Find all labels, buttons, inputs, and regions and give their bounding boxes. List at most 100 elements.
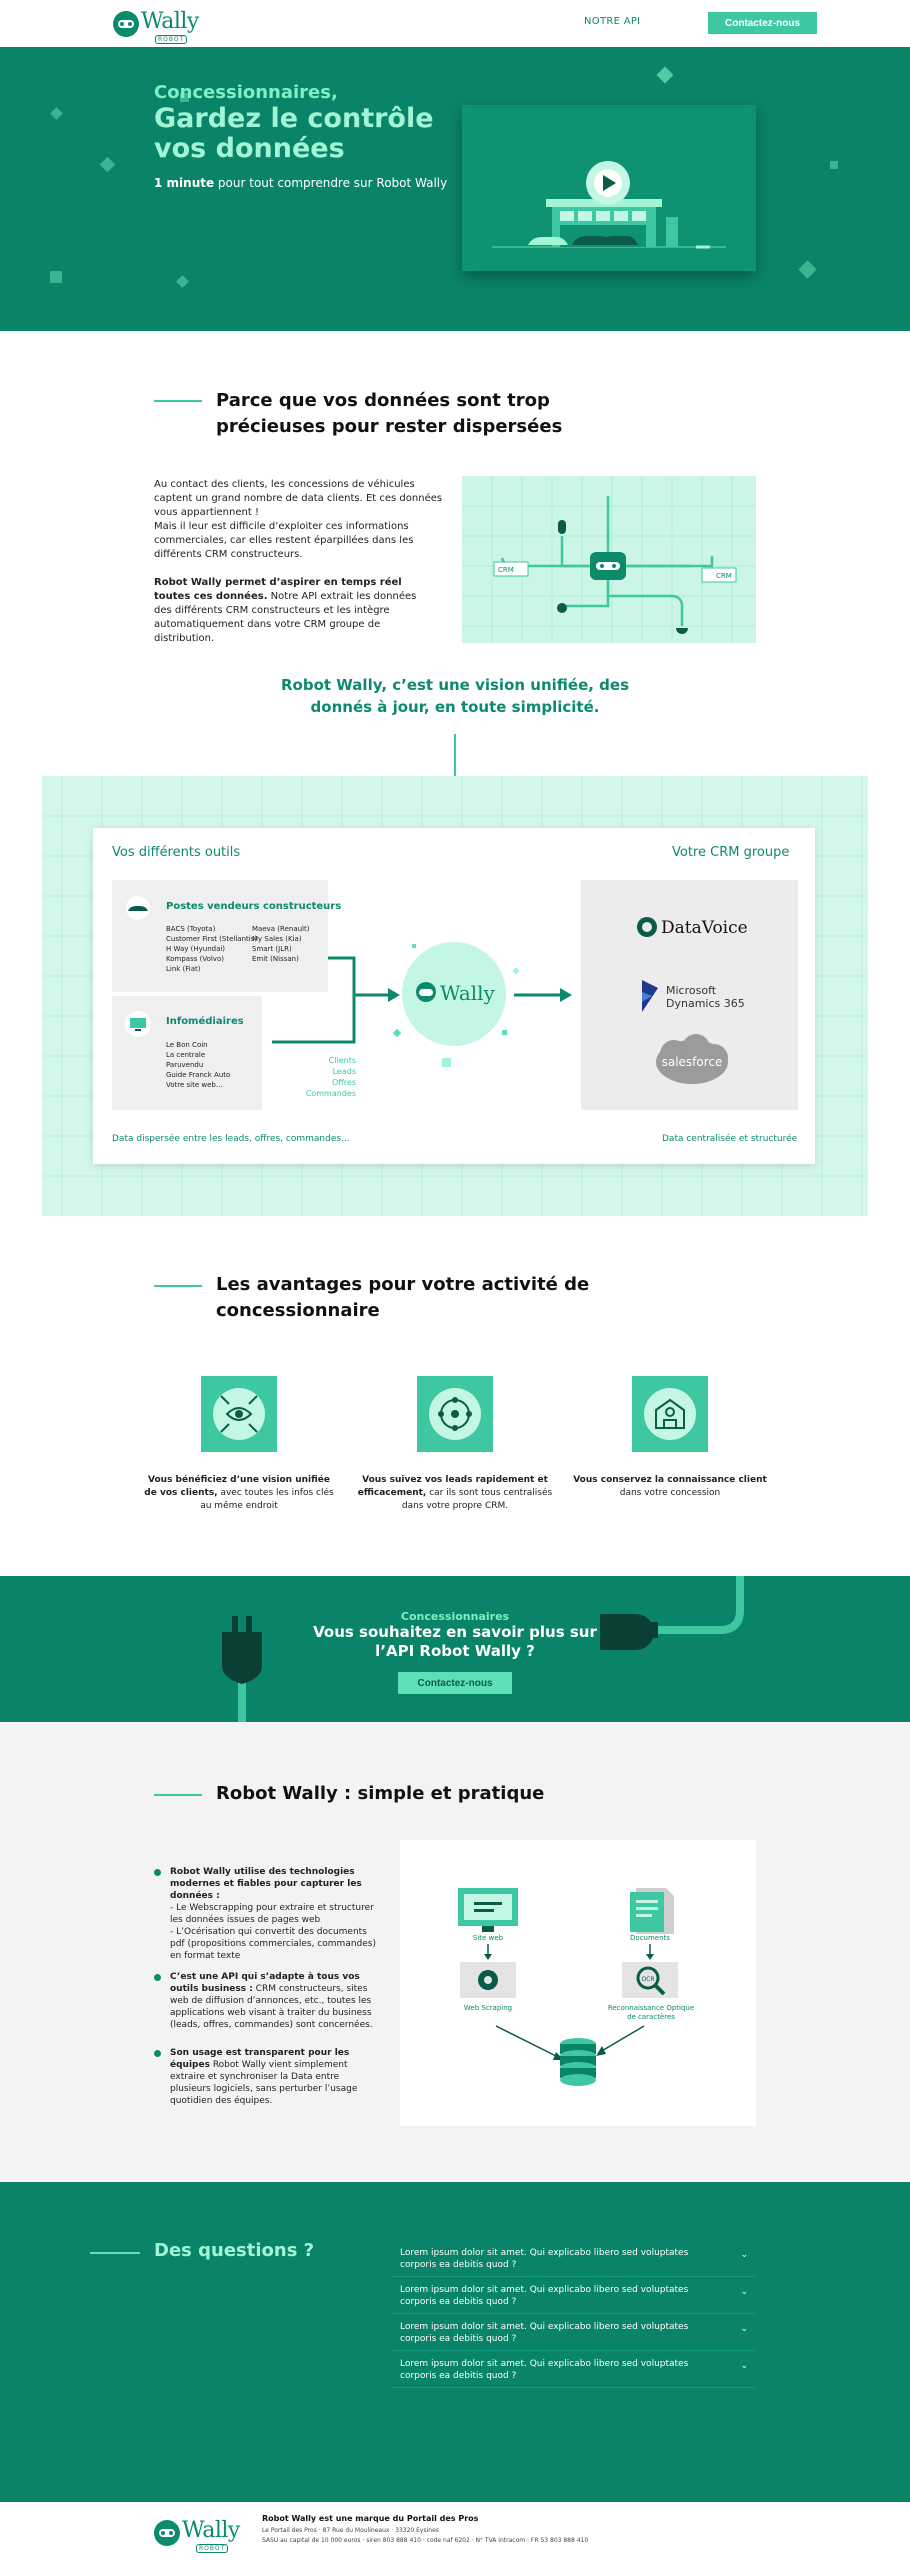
cta-contact-button[interactable]: Contactez-nous [398, 1672, 512, 1694]
advantage-2-text: Vous suivez vos leads rapidement et effi… [357, 1474, 553, 1513]
bullet-2-bold: C’est une API qui s’adapte à tous vos ou… [170, 1972, 360, 1994]
decor-square [180, 93, 189, 102]
why-p3-bold: Robot Wally permet d’aspirer en temps ré… [154, 577, 402, 602]
crm-connections-illustration: CRM CRM [462, 476, 756, 643]
footer-logo-sub: ROBOT [196, 2544, 229, 2553]
crm-label-right: CRM [716, 572, 732, 580]
constructor-item: Link (Fiat) [166, 965, 201, 973]
hero-subtitle: 1 minute pour tout comprendre sur Robot … [154, 176, 447, 190]
leads-tracking-icon [417, 1376, 493, 1452]
infomediary-item: Paruvendu [166, 1061, 204, 1069]
robot-wally-logo[interactable]: Wally ROBOT [113, 9, 199, 44]
logo-sub: ROBOT [155, 35, 188, 44]
microsoft-dynamics-logo: Microsoft Dynamics 365 [642, 980, 745, 1012]
bullet-dot [154, 1974, 161, 1981]
decor-square [50, 107, 63, 120]
nav-link-api[interactable]: NOTRE API [584, 16, 641, 27]
hub-logo-word: Wally [440, 981, 496, 1005]
faq-question: Lorem ipsum dolor sit amet. Qui explicab… [400, 2359, 689, 2381]
advantage-2-bold: Vous suivez vos leads rapidement et effi… [357, 1475, 548, 1498]
chevron-down-icon[interactable]: ⌄ [740, 2324, 748, 2334]
robot-face-icon [113, 11, 139, 37]
crm-label-left: CRM [498, 566, 514, 574]
decor-square [830, 161, 838, 169]
process-diagram: OCR [458, 1888, 678, 2086]
dynamics-text: Dynamics 365 [666, 997, 745, 1010]
advantage-2-rest: car ils sont tous centralisés dans votre… [401, 1488, 553, 1511]
decor-square [50, 271, 62, 283]
constructor-item: Emit (Nissan) [252, 955, 299, 963]
simple-bullet-2: C’est une API qui s’adapte à tous vos ou… [170, 1971, 380, 2031]
connector-line [454, 734, 456, 808]
cable-plug-illustration [222, 1576, 744, 1722]
source-title-constructors: Postes vendeurs constructeurs [166, 901, 342, 912]
data-type-label: Commandes [305, 1089, 356, 1098]
hero-sub-bold: 1 minute [154, 176, 215, 190]
footer-address: Le Portail des Pros · 87 Rue du Moulinea… [262, 2527, 439, 2534]
label-ocr-line-1: Reconnaissance Optique [607, 2004, 695, 2012]
data-type-label: Clients [328, 1056, 356, 1065]
infomediary-item: La centrale [166, 1051, 206, 1059]
site-footer [0, 2502, 910, 2560]
eye-icon [220, 1395, 258, 1433]
source-box-constructors [112, 880, 328, 992]
data-type-label: Leads [332, 1067, 356, 1076]
datavoice-logo: DataVoice [637, 917, 748, 938]
constructor-list-col2: Maeva (Renault) My Sales (Kia) Smart (JLR)… [252, 924, 309, 964]
bullet-1-line-1: - Le Webscrapping pour extraire et struc… [170, 1903, 374, 1925]
faq-question: Lorem ipsum dolor sit amet. Qui explicab… [400, 2285, 689, 2307]
constructor-item: BACS (Toyota) [166, 925, 216, 933]
faq-item[interactable]: Lorem ipsum dolor sit amet. Qui explicab… [392, 2314, 756, 2351]
faq-section [0, 2182, 910, 2502]
connections-diagram: CRM CRM [462, 476, 756, 643]
hero-section [0, 47, 910, 331]
faq-item[interactable]: Lorem ipsum dolor sit amet. Qui explicab… [392, 2240, 756, 2277]
cta-band [0, 1576, 910, 1722]
constructor-item: H Way (Hyundai) [166, 945, 226, 953]
faq-item[interactable]: Lorem ipsum dolor sit amet. Qui explicab… [392, 2277, 756, 2314]
cta-eyebrow: Concessionnaires [400, 1610, 510, 1623]
chevron-down-icon[interactable]: ⌄ [740, 2250, 748, 2260]
chevron-down-icon[interactable]: ⌄ [740, 2361, 748, 2371]
simple-title: Robot Wally : simple et pratique [216, 1783, 545, 1804]
hero-sub-rest: pour tout comprendre sur Robot Wally [214, 176, 448, 190]
simple-bullet-3: Son usage est transparent pour les équip… [170, 2047, 380, 2107]
footer-brand: Robot Wally est une marque du Portail de… [262, 2514, 479, 2523]
hero-eyebrow: Concessionnaires, [154, 82, 338, 103]
header-contact-button[interactable]: Contactez-nous [708, 12, 817, 34]
label-ocr-line-2: de caractères [627, 2013, 675, 2021]
logo-word: Wally [141, 9, 199, 34]
constructor-item: Maeva (Renault) [252, 925, 310, 933]
hero-title: Gardez le contrôle vos données [154, 103, 434, 164]
label-documents: Documents [630, 1934, 670, 1942]
hero-video-thumbnail[interactable] [462, 105, 756, 271]
constructor-item: Smart (JLR) [252, 945, 292, 953]
advantages-title: Les avantages pour votre activité de con… [216, 1274, 590, 1321]
constructor-item: My Sales (Kia) [252, 935, 302, 943]
why-paragraph-2: Mais il leur est difficile d’exploiter c… [154, 521, 414, 560]
advantage-3-bold: Vous conservez la connaissance client [573, 1475, 767, 1485]
simple-bullet-1: Robot Wally utilise des technologies mod… [170, 1866, 380, 1962]
flow-footer-left: Data dispersée entre les leads, offres, … [112, 1134, 350, 1144]
why-p3-rest: Notre API extrait les données des différ… [154, 591, 417, 644]
bullet-dot [154, 2050, 161, 2057]
constructor-item: Kompass (Volvo) [166, 955, 224, 963]
advantage-3-text: Vous conservez la connaissance client da… [572, 1474, 768, 1500]
why-paragraph-1: Au contact des clients, les concessions … [154, 479, 443, 518]
bullet-3-rest: Robot Wally vient simplement extraire et… [170, 2060, 358, 2106]
ocr-badge-text: OCR [641, 1976, 654, 1983]
faq-item[interactable]: Lorem ipsum dolor sit amet. Qui explicab… [392, 2351, 756, 2388]
bullet-1-bold: Robot Wally utilise des technologies mod… [170, 1867, 362, 1901]
footer-logo[interactable]: Wally ROBOT [154, 2518, 240, 2553]
label-site-web: Site web [472, 1934, 504, 1942]
footer-legal: SASU au capital de 10 000 euros · siren … [262, 2537, 589, 2544]
robot-wally-hub: Wally [392, 942, 520, 1067]
infomediary-item: Votre site web... [166, 1081, 223, 1089]
capture-process-illustration: OCR Site web Documents Web Scraping Reco… [400, 1840, 756, 2126]
chevron-down-icon[interactable]: ⌄ [740, 2287, 748, 2297]
advantage-3-rest: dans votre concession [619, 1488, 721, 1498]
constructor-item: Customer First (Stellantis) [166, 935, 258, 943]
